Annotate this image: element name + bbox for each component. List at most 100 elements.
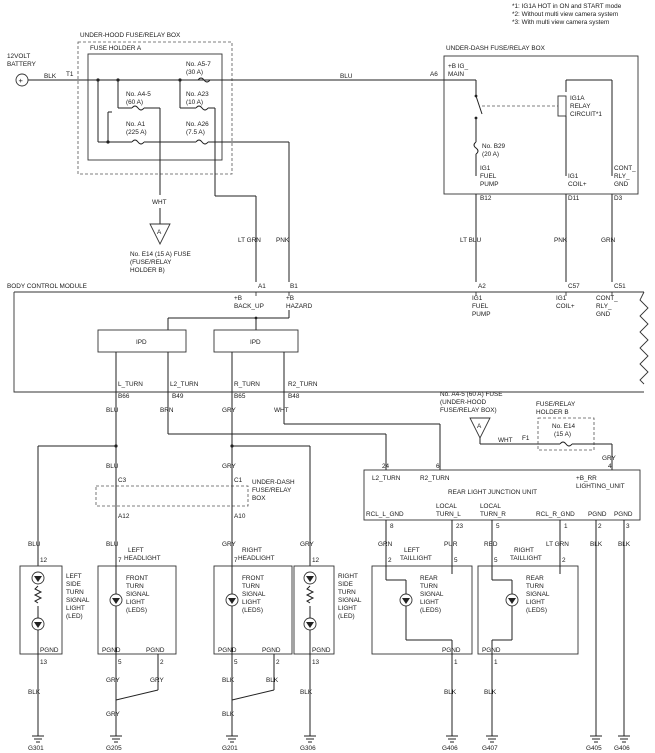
- ground-icon-g205: [110, 735, 122, 743]
- ground-icon-g406b: [618, 735, 630, 743]
- grounds: G301 G205 G201 G306 G406 G407 G405 G406: [28, 735, 630, 752]
- fuse-a23-icon: [195, 105, 209, 111]
- out-cont-1: CONT_: [614, 165, 636, 172]
- ud2-c1: C1: [234, 477, 243, 484]
- battery-label-1: 12VOLT: [7, 53, 30, 60]
- bw-blk-1: BLK: [590, 541, 603, 548]
- ls-pin-out: 13: [40, 659, 48, 666]
- fuse-a1-name: No. A1: [126, 121, 146, 128]
- rt-pin-2: 2: [562, 557, 566, 564]
- rh-pgnd-2: PGND: [262, 647, 281, 654]
- underhood-box-title: UNDER-HOOD FUSE/RELAY BOX: [80, 32, 181, 39]
- wht-wire-label: WHT: [152, 199, 167, 206]
- ipd-right-label: IPD: [250, 339, 261, 346]
- relay-label-1: IG1A: [570, 95, 585, 102]
- ls-resistor-icon: [33, 585, 43, 604]
- ls-label-1: LEFT: [66, 573, 82, 580]
- sig-backup-2: BACK_UP: [234, 303, 264, 310]
- rt-label-5: (LEDS): [526, 607, 547, 614]
- rlju-pin-3: 3: [626, 523, 630, 530]
- ipd-left: [97, 329, 187, 353]
- lt-title-2: TAILLIGHT: [400, 555, 432, 562]
- rlju-out-turn-r-1: LOCAL: [480, 503, 501, 510]
- rlju-out-rcl-r: RCL_R_GND: [536, 511, 575, 518]
- holder-b-wht: WHT: [498, 437, 513, 444]
- right-taillight: RIGHT TAILLIGHT 5 2 REAR TURN SIGNAL LIG…: [477, 547, 579, 666]
- rs-pin-out: 13: [312, 659, 320, 666]
- underdash-pin-a6: A6: [430, 71, 438, 78]
- rlju-pin-5: 5: [496, 523, 500, 530]
- ground-g205: G205: [106, 745, 122, 752]
- a45-ref-1: No. A4-5 (60 A) FUSE: [440, 391, 503, 398]
- battery: 12VOLT BATTERY + BLK: [7, 53, 92, 87]
- mid-wire-blu-2: BLU: [106, 463, 119, 470]
- lt-pin-out: 1: [454, 659, 458, 666]
- ig-main-1: +B IG_: [448, 63, 469, 70]
- wire-pnk-2: PNK: [554, 237, 568, 244]
- out-cont-2: RLY_: [614, 173, 630, 180]
- sig-fuel-3: PUMP: [472, 311, 490, 318]
- lt-title-1: LEFT: [404, 547, 420, 554]
- rlju-lighting-1: +B_RR: [576, 475, 597, 482]
- lt-label-5: (LEDS): [420, 607, 441, 614]
- note-1: *1: IG1A HOT in ON and START mode: [512, 3, 622, 10]
- ground-icon-g405: [590, 735, 602, 743]
- sig-cont-2: RLY_: [596, 303, 612, 310]
- rt-label-2: TURN: [526, 583, 544, 590]
- rt-pin-5: 5: [494, 557, 498, 564]
- ud2-c3: C3: [118, 477, 127, 484]
- rt-pin-out: 1: [494, 659, 498, 666]
- lh-box: [97, 565, 177, 655]
- ground-g407: G407: [482, 745, 498, 752]
- holder-b-title-2: HOLDER B: [536, 409, 569, 416]
- lh-label-5: (LEDS): [126, 607, 147, 614]
- sig-hazard-1: +B: [286, 295, 294, 302]
- ls-label-2: SIDE: [66, 581, 81, 588]
- underhood-fuse-box: UNDER-HOOD FUSE/RELAY BOX FUSE HOLDER A …: [66, 32, 290, 282]
- rh-title-2: HEADLIGHT: [238, 555, 275, 562]
- rs-pin-in: 12: [312, 557, 320, 564]
- ground-icon-g406a: [446, 735, 458, 743]
- left-side-turn-signal: 12 LEFT SIDE TURN SIGNAL LIGHT (LED) PGN…: [19, 557, 90, 666]
- right-headlight: RIGHT HEADLIGHT 7 FRONT TURN SIGNAL LIGH…: [213, 547, 293, 666]
- rt-label-3: SIGNAL: [526, 591, 550, 598]
- out-l-turn: L_TURN: [118, 381, 143, 388]
- fuse-a23-rating: (10 A): [186, 99, 203, 106]
- holder-b-f1: F1: [522, 435, 530, 442]
- left-taillight: LEFT TAILLIGHT 2 5 REAR TURN SIGNAL LIGH…: [371, 547, 473, 666]
- main-wire-color: BLU: [340, 73, 353, 80]
- bw-blu-1: BLU: [28, 541, 41, 548]
- lh-pin-2: 2: [160, 659, 164, 666]
- ground-g406-b: G406: [614, 745, 630, 752]
- gw-blk-2: BLK: [222, 677, 235, 684]
- fuse-a5-7-icon: [197, 77, 211, 83]
- sig-hazard-2: HAZARD: [286, 303, 313, 310]
- lt-pin-2: 2: [388, 557, 392, 564]
- rlju-pin-2: 2: [598, 523, 602, 530]
- ground-icon-g201: [226, 735, 238, 743]
- ls-led-icon-1: [31, 571, 45, 585]
- fuse-a1-rating: (225 A): [126, 129, 147, 136]
- gw-blk-4: BLK: [222, 711, 235, 718]
- ud2-a12: A12: [118, 513, 130, 520]
- rh-box: [213, 565, 293, 655]
- rh-title-1: RIGHT: [242, 547, 262, 554]
- pin-b12: B12: [480, 195, 492, 202]
- relay-label-3: CIRCUIT*1: [570, 111, 602, 118]
- note-2: *2: Without multi view camera system: [512, 11, 618, 18]
- fuse-a26-name: No. A26: [186, 121, 209, 128]
- rt-box: [477, 565, 579, 655]
- sig-fuel-1: IG1: [472, 295, 483, 302]
- lt-pgnd: PGND: [442, 647, 461, 654]
- e14-ref-1: No. E14 (15 A) FUSE: [130, 251, 191, 258]
- out-cont-3: GND: [614, 181, 629, 188]
- rh-label-3: SIGNAL: [242, 591, 266, 598]
- gw-blk-5: BLK: [300, 689, 313, 696]
- lh-label-1: FRONT: [126, 575, 148, 582]
- lt-label-1: REAR: [420, 575, 438, 582]
- lh-pgnd-2: PGND: [146, 647, 165, 654]
- bcm-pin-c51: C51: [614, 283, 626, 290]
- rlju-out-turn-l-2: TURN_L: [436, 511, 461, 518]
- gw-blk-7: BLK: [484, 689, 497, 696]
- bcm-pin-a1: A1: [258, 283, 266, 290]
